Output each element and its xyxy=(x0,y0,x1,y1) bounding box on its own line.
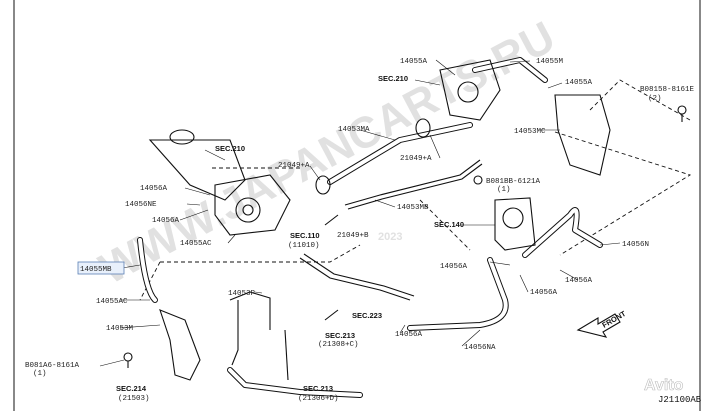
label-14056a-1[interactable]: 14056A xyxy=(140,185,168,193)
label-bolt-08158[interactable]: B08158-8161E xyxy=(640,86,695,94)
label-14053m[interactable]: 14053M xyxy=(106,325,134,333)
leader-lines xyxy=(99,59,621,367)
label-14056na[interactable]: 14056NA xyxy=(464,344,496,352)
label-14053mb[interactable]: 14053MB xyxy=(397,204,429,212)
label-sec140[interactable]: SEC.140 xyxy=(434,220,464,229)
label-14053p[interactable]: 14053P xyxy=(228,290,256,298)
label-sec210-top[interactable]: SEC.210 xyxy=(378,74,408,83)
label-21049a-top[interactable]: 21049+A xyxy=(278,162,310,170)
label-sec213-mid-sub: (21308+C) xyxy=(318,341,359,349)
label-14053mc[interactable]: 14053MC xyxy=(514,128,546,136)
components xyxy=(123,59,687,381)
label-14056ne[interactable]: 14056NE xyxy=(125,201,157,209)
watermark-year: 2023 xyxy=(378,231,402,243)
dashed-reference-lines xyxy=(139,79,692,301)
label-14055m[interactable]: 14055M xyxy=(536,58,564,66)
label-sec213-bot[interactable]: SEC.213 xyxy=(303,384,333,393)
watermark: WWW.JAPANCARTS.RU 2023 xyxy=(92,12,563,294)
diagram-code: J21100AB xyxy=(658,395,702,405)
label-14055a-top[interactable]: 14055A xyxy=(400,58,428,66)
label-14055ac-1[interactable]: 14055AC xyxy=(180,240,212,248)
label-14053ma[interactable]: 14053MA xyxy=(338,126,370,134)
label-sec223[interactable]: SEC.223 xyxy=(352,311,382,320)
avito-logo-text: Avito xyxy=(644,377,684,394)
label-sec110[interactable]: SEC.110 xyxy=(290,231,320,240)
selected-part-highlight xyxy=(77,261,125,275)
label-14055ac-2[interactable]: 14055AC xyxy=(96,298,128,306)
label-14056a-6[interactable]: 14056A xyxy=(395,331,423,339)
watermark-text: WWW.JAPANCARTS.RU xyxy=(92,12,563,294)
label-21049a-mid[interactable]: 21049+A xyxy=(400,155,432,163)
front-label: FRONT xyxy=(601,309,628,330)
front-direction-arrow: FRONT xyxy=(576,309,628,338)
label-bolt-081bb-qty: (1) xyxy=(497,186,511,194)
label-14056a-5[interactable]: 14056A xyxy=(530,289,558,297)
label-sec214[interactable]: SEC.214 xyxy=(116,384,147,393)
label-sec210-left[interactable]: SEC.210 xyxy=(215,144,245,153)
avito-dot-icon xyxy=(629,388,635,394)
label-bolt-081a6-qty: (1) xyxy=(33,370,47,378)
label-14056n[interactable]: 14056N xyxy=(622,241,649,249)
avito-watermark: Avito xyxy=(620,374,684,394)
label-bolt-081a6[interactable]: B081A6-8161A xyxy=(25,362,80,370)
avito-dot-icon xyxy=(631,374,639,382)
label-bolt-08158-qty: (2) xyxy=(648,95,662,103)
avito-dot-icon xyxy=(620,378,630,388)
part-labels: 14055A 14055M SEC.210 14055A B08158-8161… xyxy=(25,58,695,403)
label-bolt-081bb[interactable]: B081BB-6121A xyxy=(486,178,541,186)
label-14056a-2[interactable]: 14056A xyxy=(152,217,180,225)
label-14055a-right[interactable]: 14055A xyxy=(565,79,593,87)
label-sec110-sub: (11010) xyxy=(288,242,320,250)
hoses-and-pipes xyxy=(137,57,603,398)
label-sec213-mid[interactable]: SEC.213 xyxy=(325,331,355,340)
label-21049b[interactable]: 21049+B xyxy=(337,232,369,240)
label-14055mb[interactable]: 14055MB xyxy=(80,266,112,274)
diagram-frame xyxy=(13,0,701,411)
label-sec213-bot-sub: (21306+D) xyxy=(298,395,339,403)
label-14056a-3[interactable]: 14056A xyxy=(440,263,468,271)
label-sec214-sub: (21503) xyxy=(118,395,150,403)
label-14056a-4[interactable]: 14056A xyxy=(565,277,593,285)
